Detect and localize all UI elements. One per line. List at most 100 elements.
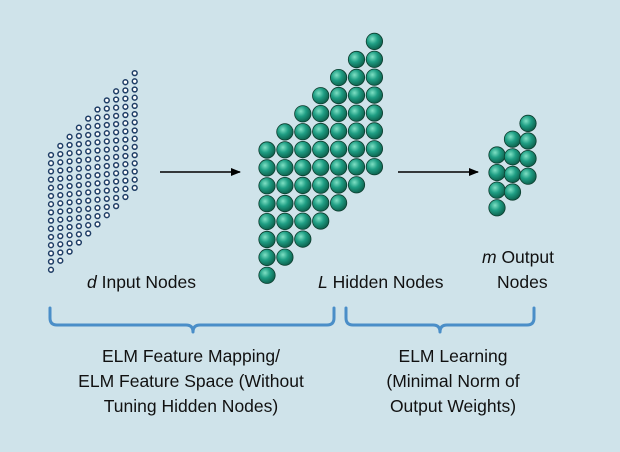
input-node — [122, 144, 129, 151]
input-node — [122, 136, 129, 143]
input-node — [85, 189, 92, 196]
input-node — [131, 184, 138, 192]
output-nodes-layer — [488, 114, 537, 217]
input-node — [103, 171, 110, 178]
mapping-caption-line2: ELM Feature Space (Without — [78, 371, 304, 391]
input-node — [57, 249, 64, 256]
hidden-node — [294, 141, 312, 159]
input-node — [112, 104, 120, 111]
hidden-node — [294, 194, 312, 212]
input-node — [47, 266, 55, 273]
input-node — [85, 148, 92, 155]
hidden-node — [347, 50, 366, 69]
input-node — [103, 97, 110, 104]
input-node — [103, 138, 110, 145]
hidden-node — [294, 123, 312, 141]
hidden-node — [276, 177, 294, 195]
input-node — [75, 239, 83, 246]
input-node — [112, 88, 120, 95]
input-node — [103, 146, 110, 153]
hidden-node — [312, 87, 330, 105]
input-node — [57, 175, 64, 182]
hidden-node — [312, 122, 330, 141]
input-node — [66, 248, 73, 255]
hidden-nodes-label: L Hidden Nodes — [318, 272, 444, 292]
input-node — [122, 161, 129, 168]
hidden-node — [329, 86, 348, 105]
input-node — [112, 178, 120, 185]
input-node — [47, 258, 55, 265]
hidden-node — [276, 123, 294, 141]
input-node — [94, 188, 101, 195]
hidden-node — [347, 122, 366, 140]
input-node — [75, 181, 83, 189]
hidden-node — [258, 195, 276, 213]
input-node — [112, 161, 120, 169]
hidden-node — [312, 194, 330, 212]
mapping-caption-line3: Tuning Hidden Nodes) — [104, 396, 278, 416]
output-node — [519, 114, 537, 133]
input-node — [47, 217, 55, 224]
input-node — [94, 130, 101, 138]
input-node — [112, 137, 120, 144]
input-node — [103, 130, 110, 137]
input-node — [57, 191, 64, 199]
input-node — [66, 223, 73, 231]
input-node — [94, 212, 101, 220]
hidden-nodes-layer — [258, 32, 383, 284]
input-node — [66, 207, 73, 214]
input-node — [94, 204, 101, 212]
input-node — [122, 128, 129, 135]
input-node — [85, 123, 92, 130]
input-node — [47, 168, 55, 175]
output-nodes-label-line2: Nodes — [497, 272, 548, 292]
input-node — [94, 155, 101, 162]
input-node — [47, 225, 55, 232]
output-nodes-label-line1: m Output — [482, 247, 554, 267]
input-node — [94, 106, 101, 113]
output-node — [503, 183, 522, 201]
input-node — [94, 180, 101, 187]
input-node — [131, 168, 138, 175]
input-node — [112, 194, 120, 202]
input-node — [131, 176, 138, 183]
input-node — [131, 86, 138, 93]
input-node — [57, 142, 64, 150]
hidden-node — [294, 105, 312, 123]
input-node — [75, 165, 83, 172]
input-node — [66, 150, 73, 157]
hidden-node — [276, 248, 294, 266]
input-node — [66, 166, 73, 173]
input-node — [57, 159, 64, 166]
hidden-node — [329, 140, 348, 158]
output-node — [503, 130, 522, 148]
input-node — [75, 206, 83, 213]
hidden-node — [312, 158, 330, 176]
hidden-node — [258, 248, 276, 266]
output-node — [503, 165, 522, 183]
output-node — [519, 150, 537, 168]
input-node — [85, 222, 92, 229]
input-node — [66, 191, 73, 198]
input-node — [47, 184, 55, 191]
input-node — [57, 200, 64, 207]
input-node — [57, 167, 64, 174]
input-node — [112, 153, 120, 161]
input-node — [112, 145, 120, 152]
hidden-node — [329, 194, 348, 212]
input-node — [94, 122, 101, 130]
hidden-node — [329, 104, 348, 123]
input-node — [122, 120, 129, 127]
input-node — [131, 135, 138, 142]
learning-caption-line3: Output Weights) — [390, 396, 516, 416]
hidden-node — [365, 68, 383, 86]
input-node — [85, 156, 92, 163]
learning-brace — [344, 306, 536, 334]
input-node — [75, 190, 83, 197]
hidden-node — [312, 140, 330, 158]
input-node — [47, 192, 55, 200]
input-node — [131, 94, 138, 101]
input-node — [66, 232, 73, 239]
input-node — [85, 230, 92, 237]
feature-mapping-brace — [48, 306, 336, 334]
